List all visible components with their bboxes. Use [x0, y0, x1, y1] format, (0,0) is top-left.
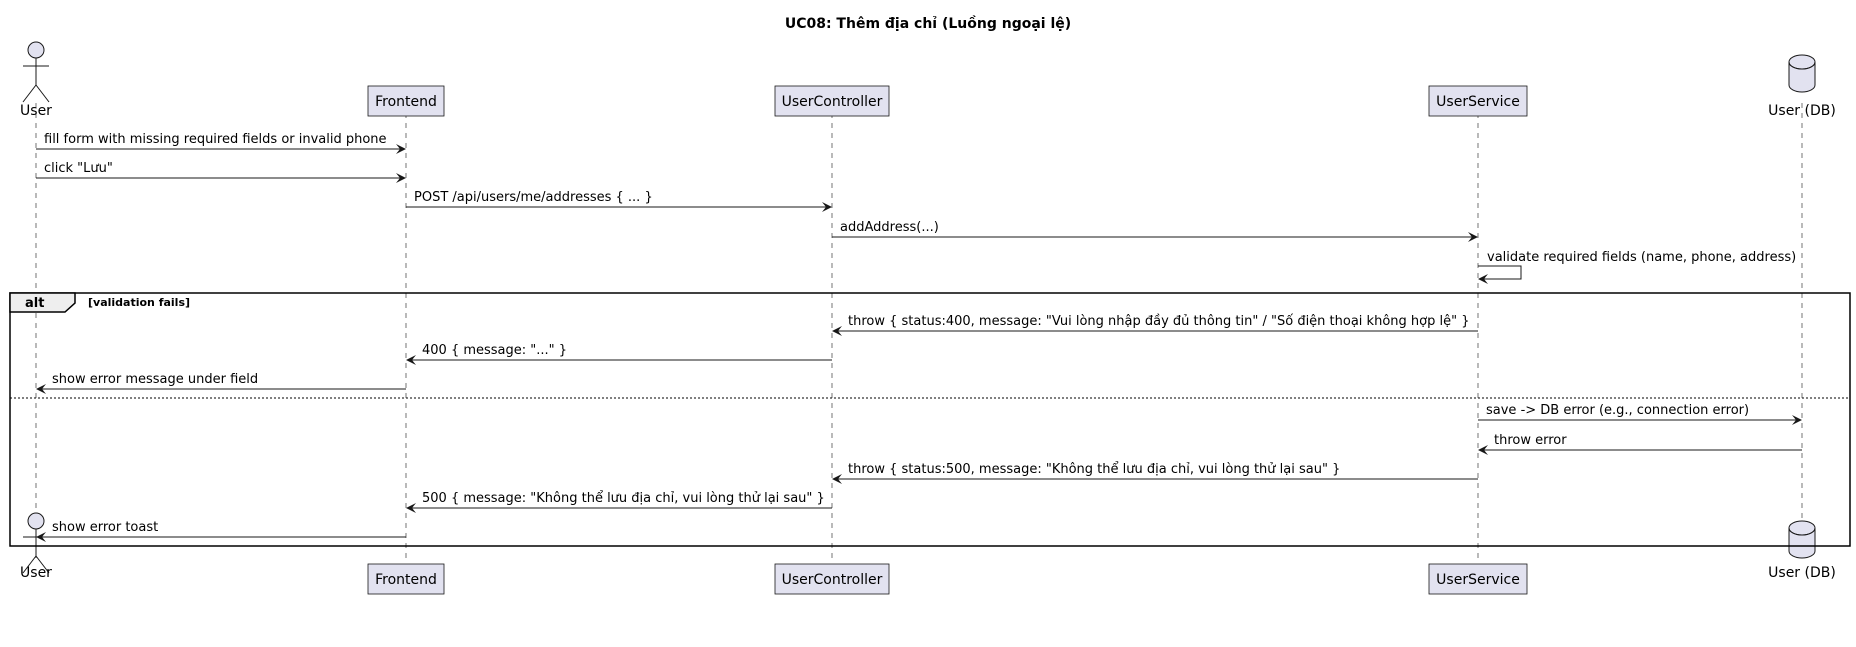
message-12: 500 { message: "Không thể lưu địa chỉ, v… [406, 491, 832, 513]
alt-frame [9, 292, 1851, 547]
message-8: show error message under field [36, 372, 406, 394]
participants-bottom: User Frontend UserController UserService Use… [20, 512, 1836, 595]
message-label: 400 { message: "..." } [422, 343, 567, 358]
participant-controller-top: UserController [774, 85, 890, 117]
message-1: fill form with missing required fields o… [36, 132, 406, 154]
participant-box [1428, 85, 1528, 117]
message-label: throw error [1494, 433, 1567, 448]
participant-label: Frontend [375, 572, 437, 588]
participant-frontend-bottom: Frontend [367, 563, 445, 595]
alt-fragment: alt [validation fails] [9, 292, 1851, 547]
participant-service-bottom: UserService [1428, 563, 1528, 595]
messages: fill form with missing required fields o… [36, 132, 1802, 542]
participants-top: User Frontend UserController UserServiceUse… [20, 41, 1836, 119]
participant-box [367, 85, 445, 117]
participant-box [774, 85, 890, 117]
message-label: 500 { message: "Không thể lưu địa chỉ, v… [422, 491, 825, 506]
participant-label: UserService [1436, 572, 1520, 588]
participant-label: UserService [1436, 94, 1520, 110]
participant-controller-bottom: UserController [774, 563, 890, 595]
database-icon [1788, 520, 1816, 559]
participant-label: UserController [782, 572, 883, 588]
alt-guard: [validation fails] [88, 296, 190, 309]
participant-label: User (DB) [1768, 103, 1836, 119]
message-3: POST /api/users/me/addresses { ... } [406, 190, 832, 212]
message-6: throw { status:400, message: "Vui lòng n… [832, 314, 1478, 336]
message-label: show error message under field [52, 372, 258, 387]
message-7: 400 { message: "..." } [406, 343, 832, 365]
actor-icon [22, 512, 50, 574]
participant-box [367, 563, 445, 595]
diagram-title: UC08: Thêm địa chỉ (Luồng ngoại lệ) [785, 15, 1071, 32]
message-10: throw error [1478, 433, 1802, 455]
participant-label: Frontend [375, 94, 437, 110]
message-label: validate required fields (name, phone, a… [1487, 250, 1796, 265]
message-label: throw { status:500, message: "Không thể … [848, 462, 1340, 477]
message-label: show error toast [52, 520, 158, 535]
alt-tab [9, 292, 76, 313]
participant-frontend-top: Frontend [367, 85, 445, 117]
message-label: addAddress(...) [840, 220, 939, 235]
message-label: click "Lưu" [44, 161, 113, 176]
message-label: throw { status:400, message: "Vui lòng n… [848, 314, 1469, 329]
message-arrow [1478, 265, 1522, 284]
participant-service-top: UserService [1428, 85, 1528, 117]
participant-label: UserController [782, 94, 883, 110]
participant-label: User (DB) [1768, 565, 1836, 581]
participant-box [1428, 563, 1528, 595]
message-label: POST /api/users/me/addresses { ... } [414, 190, 653, 205]
participant-db-bottom: User (DB) [1768, 520, 1836, 581]
participant-label: User [20, 565, 52, 581]
message-2: click "Lưu" [36, 161, 406, 183]
message-label: save -> DB error (e.g., connection error… [1486, 403, 1749, 418]
participant-user-bottom: User [20, 512, 52, 581]
database-icon [1788, 54, 1816, 93]
message-9: save -> DB error (e.g., connection error… [1478, 403, 1802, 425]
message-4: addAddress(...) [832, 220, 1478, 242]
participant-user-top: User [20, 41, 52, 119]
message-5: validate required fields (name, phone, a… [1478, 250, 1796, 284]
message-label: fill form with missing required fields o… [44, 132, 387, 147]
participant-db-top: User (DB) [1768, 54, 1836, 119]
participant-box [774, 563, 890, 595]
participant-label: User [20, 103, 52, 119]
message-13: show error toast [36, 520, 406, 542]
actor-icon [22, 41, 50, 103]
message-11: throw { status:500, message: "Không thể … [832, 462, 1478, 484]
alt-keyword: alt [25, 296, 44, 311]
